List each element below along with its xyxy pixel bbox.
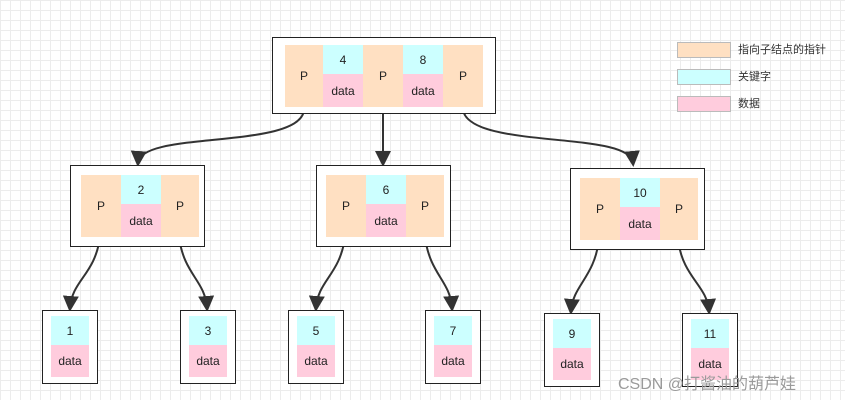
edge-root-to-node-10: [462, 109, 640, 167]
leaf-node-3: 3 data: [180, 310, 236, 384]
node-6-data: data: [366, 204, 406, 237]
node-6-key: 6: [366, 175, 406, 204]
legend-key-label: 关键字: [738, 71, 771, 83]
root-pointer-3: P: [443, 45, 483, 107]
edge-node-6-to-leaf-5: [308, 236, 346, 312]
edge-node-2-to-leaf-1: [62, 236, 101, 312]
legend-data-swatch: [677, 96, 731, 112]
leaf-3-key: 3: [189, 316, 227, 345]
edge-node-6-to-leaf-7: [424, 236, 460, 312]
root-data-1: data: [323, 74, 363, 107]
legend-pointer-label: 指向子结点的指针: [738, 44, 826, 56]
leaf-5-data: data: [297, 345, 335, 377]
node-10-key: 10: [620, 178, 660, 207]
leaf-node-1: 1 data: [42, 310, 98, 384]
node-10-pointer-right: P: [660, 178, 698, 240]
node-6-pointer-right: P: [406, 175, 444, 237]
leaf-node-5: 5 data: [288, 310, 344, 384]
leaf-11-key: 11: [691, 319, 729, 348]
edge-node-10-to-leaf-11: [677, 239, 717, 315]
root-node: P 4 data P 8 data P: [272, 37, 496, 114]
legend-pointer-swatch: [677, 42, 731, 58]
edge-root-to-node-2: [130, 109, 305, 167]
node-2-data: data: [121, 204, 161, 237]
legend-data-label: 数据: [738, 98, 760, 110]
edge-node-10-to-leaf-9: [563, 239, 600, 315]
node-2-key: 2: [121, 175, 161, 204]
leaf-3-data: data: [189, 345, 227, 377]
node-10-pointer-left: P: [580, 178, 620, 240]
root-pointer-1: P: [285, 45, 323, 107]
internal-node-6: P 6 data P: [316, 165, 451, 247]
leaf-9-data: data: [553, 348, 591, 380]
leaf-9-key: 9: [553, 319, 591, 348]
leaf-node-11: 11 data: [682, 313, 738, 387]
internal-node-10: P 10 data P: [570, 168, 705, 250]
node-2-pointer-right: P: [161, 175, 199, 237]
node-2-pointer-left: P: [81, 175, 121, 237]
legend-key-swatch: [677, 69, 731, 85]
leaf-11-data: data: [691, 348, 729, 380]
node-6-pointer-left: P: [326, 175, 366, 237]
leaf-node-7: 7 data: [425, 310, 481, 384]
node-10-data: data: [620, 207, 660, 240]
root-data-2: data: [403, 74, 443, 107]
leaf-1-data: data: [51, 345, 89, 377]
root-pointer-2: P: [363, 45, 403, 107]
leaf-node-9: 9 data: [544, 313, 600, 387]
internal-node-2: P 2 data P: [70, 165, 205, 247]
watermark: CSDN @打酱油的葫芦娃: [618, 376, 797, 393]
leaf-1-key: 1: [51, 316, 89, 345]
edge-node-2-to-leaf-3: [178, 236, 215, 312]
leaf-5-key: 5: [297, 316, 335, 345]
root-key-2: 8: [403, 45, 443, 74]
leaf-7-key: 7: [434, 316, 472, 345]
root-key-1: 4: [323, 45, 363, 74]
leaf-7-data: data: [434, 345, 472, 377]
